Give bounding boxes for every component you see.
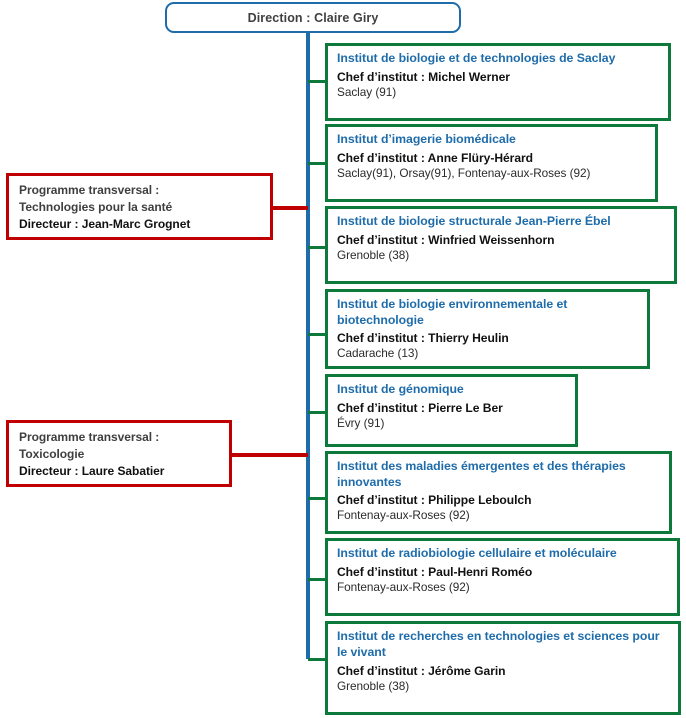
institute-chief: Chef d’institut : Paul-Henri Roméo <box>337 564 533 579</box>
connector-stub-institute-4 <box>308 333 326 336</box>
institute-box-7[interactable]: Institut de radiobiologie cellulaire et … <box>325 538 680 616</box>
institute-box-6[interactable]: Institut des maladies émergentes et des … <box>325 451 672 534</box>
institute-title: Institut de radiobiologie cellulaire et … <box>337 546 617 560</box>
programme-director: Directeur : Jean-Marc Grognet <box>19 217 191 231</box>
programme-line-1: Programme transversal : <box>19 430 160 444</box>
institute-box-3[interactable]: Institut de biologie structurale Jean-Pi… <box>325 206 677 284</box>
institute-sites: Évry (91) <box>337 415 385 430</box>
programme-director: Directeur : Laure Sabatier <box>19 464 165 478</box>
programme-line-1: Programme transversal : <box>19 183 160 197</box>
institute-title: Institut d’imagerie biomédicale <box>337 132 516 146</box>
connector-stub-institute-7 <box>308 578 326 581</box>
institute-sites: Saclay(91), Orsay(91), Fontenay-aux-Rose… <box>337 165 591 180</box>
institute-sites: Grenoble (38) <box>337 247 410 262</box>
direction-node[interactable]: Direction : Claire Giry <box>165 2 461 33</box>
connector-stub-institute-6 <box>308 497 326 500</box>
institute-box-2[interactable]: Institut d’imagerie biomédicale Chef d’i… <box>325 124 658 202</box>
institute-title: Institut de biologie environnementale et… <box>337 297 568 327</box>
institute-box-8[interactable]: Institut de recherches en technologies e… <box>325 621 681 715</box>
institute-chief: Chef d’institut : Michel Werner <box>337 69 510 84</box>
institute-chief: Chef d’institut : Winfried Weissenhorn <box>337 232 555 247</box>
institute-box-4[interactable]: Institut de biologie environnementale et… <box>325 289 650 369</box>
connector-stub-institute-1 <box>308 80 326 83</box>
institute-title: Institut de biologie structurale Jean-Pi… <box>337 214 611 228</box>
institute-box-1[interactable]: Institut de biologie et de technologies … <box>325 43 671 121</box>
institute-chief: Chef d’institut : Jérôme Garin <box>337 664 506 678</box>
programme-line-2: Technologies pour la santé <box>19 200 173 214</box>
institute-box-5[interactable]: Institut de génomique Chef d’institut : … <box>325 374 578 447</box>
connector-programme-1 <box>270 206 308 210</box>
connector-stub-institute-3 <box>308 246 326 249</box>
institute-chief: Chef d’institut : Pierre Le Ber <box>337 400 503 415</box>
main-spine-connector <box>306 33 310 659</box>
institute-title: Institut de recherches en technologies e… <box>337 629 660 659</box>
programme-box-1[interactable]: Programme transversal : Technologies pou… <box>6 173 273 240</box>
connector-stub-institute-8 <box>308 658 326 661</box>
institute-sites: Fontenay-aux-Roses (92) <box>337 508 470 522</box>
direction-label: Direction : Claire Giry <box>247 10 379 25</box>
institute-title: Institut des maladies émergentes et des … <box>337 459 626 489</box>
institute-sites: Grenoble (38) <box>337 679 410 693</box>
connector-stub-institute-5 <box>308 411 326 414</box>
institute-sites: Cadarache (13) <box>337 346 419 360</box>
connector-stub-institute-2 <box>308 162 326 165</box>
institute-chief: Chef d’institut : Philippe Leboulch <box>337 493 532 507</box>
programme-box-2[interactable]: Programme transversal : Toxicologie Dire… <box>6 420 232 487</box>
institute-title: Institut de biologie et de technologies … <box>337 51 616 65</box>
connector-programme-2 <box>229 453 308 457</box>
institute-title: Institut de génomique <box>337 382 464 396</box>
institute-sites: Saclay (91) <box>337 84 397 99</box>
institute-chief: Chef d’institut : Anne Flüry-Hérard <box>337 150 534 165</box>
institute-chief: Chef d’institut : Thierry Heulin <box>337 331 509 345</box>
institute-sites: Fontenay-aux-Roses (92) <box>337 579 470 594</box>
programme-line-2: Toxicologie <box>19 447 85 461</box>
